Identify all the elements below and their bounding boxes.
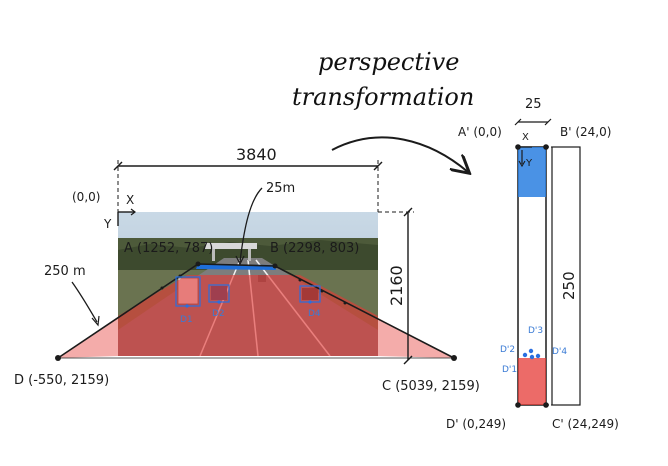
point-c-label: C (5039, 2159) — [382, 379, 480, 394]
target-point-c-label: C' (24,249) — [552, 417, 619, 431]
target-label-d3: D'3 — [528, 326, 543, 336]
vehicle-label-d2: D2 — [212, 309, 225, 319]
vehicle-label-d4: D4 — [308, 309, 321, 319]
target-point-a-label: A' (0,0) — [458, 125, 502, 139]
target-label-d1: D'1 — [502, 365, 517, 375]
target-x-axis-label: X — [522, 132, 529, 143]
target-label-d2: D'2 — [500, 345, 515, 355]
vehicle-points — [185, 300, 312, 308]
side-distance-arrow — [71, 281, 98, 323]
title-line1: perspective — [318, 48, 459, 76]
x-axis-label: X — [126, 193, 134, 207]
side-distance-label: 250 m — [44, 264, 86, 279]
width-label: 3840 — [236, 145, 277, 164]
point-d-label: D (-550, 2159) — [14, 373, 109, 388]
edge-tick-dots — [55, 261, 457, 361]
far-distance-label: 25m — [266, 181, 295, 196]
transform-arrow — [331, 136, 468, 172]
target-point-d-label: D' (0,249) — [446, 417, 506, 431]
origin-label: (0,0) — [72, 190, 100, 204]
target-height-label: 250 — [560, 271, 578, 300]
target-point-b-label: B' (24,0) — [560, 125, 611, 139]
point-b-label: B (2298, 803) — [270, 241, 359, 256]
target-width-label: 25 — [525, 97, 542, 112]
title-line2: transformation — [292, 83, 474, 111]
target-strip-right — [551, 146, 581, 406]
vehicle-label-d1: D1 — [180, 315, 193, 325]
target-y-axis-label: Y — [525, 158, 533, 169]
y-axis-label: Y — [103, 217, 112, 231]
target-far-region-blue — [518, 147, 546, 197]
ground-region-red — [118, 275, 378, 356]
target-label-d4: D'4 — [552, 347, 567, 357]
point-a-label: A (1252, 787) — [124, 241, 213, 256]
target-near-region-red — [518, 358, 546, 405]
target-vehicle-points — [522, 348, 541, 360]
far-distance-arrow — [239, 187, 263, 263]
height-label: 2160 — [387, 265, 406, 306]
